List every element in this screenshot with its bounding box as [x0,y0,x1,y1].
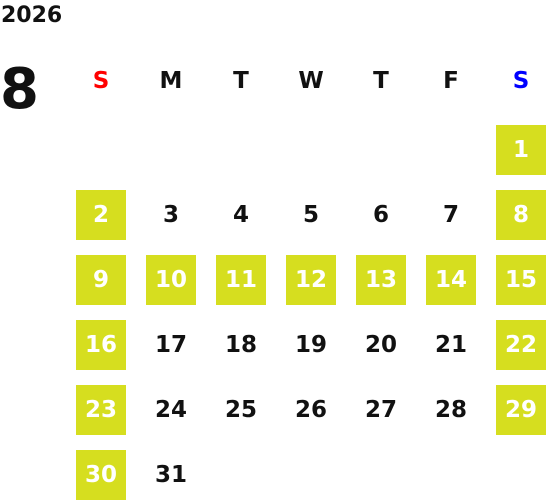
day-cell-21[interactable]: 21 [434,332,467,358]
weekday-header-2: T [233,68,249,94]
day-cell-9[interactable]: 9 [76,255,126,305]
day-cell-16[interactable]: 16 [76,320,126,370]
day-cell-10[interactable]: 10 [146,255,196,305]
day-cell-24[interactable]: 24 [154,397,187,423]
day-cell-31[interactable]: 31 [154,462,187,488]
day-cell-5[interactable]: 5 [302,202,319,228]
weekday-header-4: T [373,68,389,94]
day-cell-2[interactable]: 2 [76,190,126,240]
day-cell-30[interactable]: 30 [76,450,126,500]
day-cell-1[interactable]: 1 [496,125,546,175]
day-cell-29[interactable]: 29 [496,385,546,435]
day-cell-17[interactable]: 17 [154,332,187,358]
day-cell-11[interactable]: 11 [216,255,266,305]
month-number: 8 [0,57,39,122]
day-cell-4[interactable]: 4 [232,202,249,228]
day-cell-22[interactable]: 22 [496,320,546,370]
day-cell-3[interactable]: 3 [162,202,179,228]
weekday-header-6: S [512,68,530,94]
year-label: 2026 [1,3,63,28]
weekday-header-0: S [92,68,110,94]
weekday-header-1: M [159,68,183,94]
day-cell-15[interactable]: 15 [496,255,546,305]
day-cell-23[interactable]: 23 [76,385,126,435]
day-cell-28[interactable]: 28 [434,397,467,423]
day-cell-19[interactable]: 19 [294,332,327,358]
day-cell-18[interactable]: 18 [224,332,257,358]
day-cell-12[interactable]: 12 [286,255,336,305]
day-cell-25[interactable]: 25 [224,397,257,423]
weekday-header-3: W [298,68,324,94]
day-cell-8[interactable]: 8 [496,190,546,240]
day-cell-7[interactable]: 7 [442,202,459,228]
day-cell-27[interactable]: 27 [364,397,397,423]
day-cell-26[interactable]: 26 [294,397,327,423]
day-cell-6[interactable]: 6 [372,202,389,228]
day-cell-14[interactable]: 14 [426,255,476,305]
day-cell-13[interactable]: 13 [356,255,406,305]
day-cell-20[interactable]: 20 [364,332,397,358]
weekday-header-5: F [443,68,459,94]
